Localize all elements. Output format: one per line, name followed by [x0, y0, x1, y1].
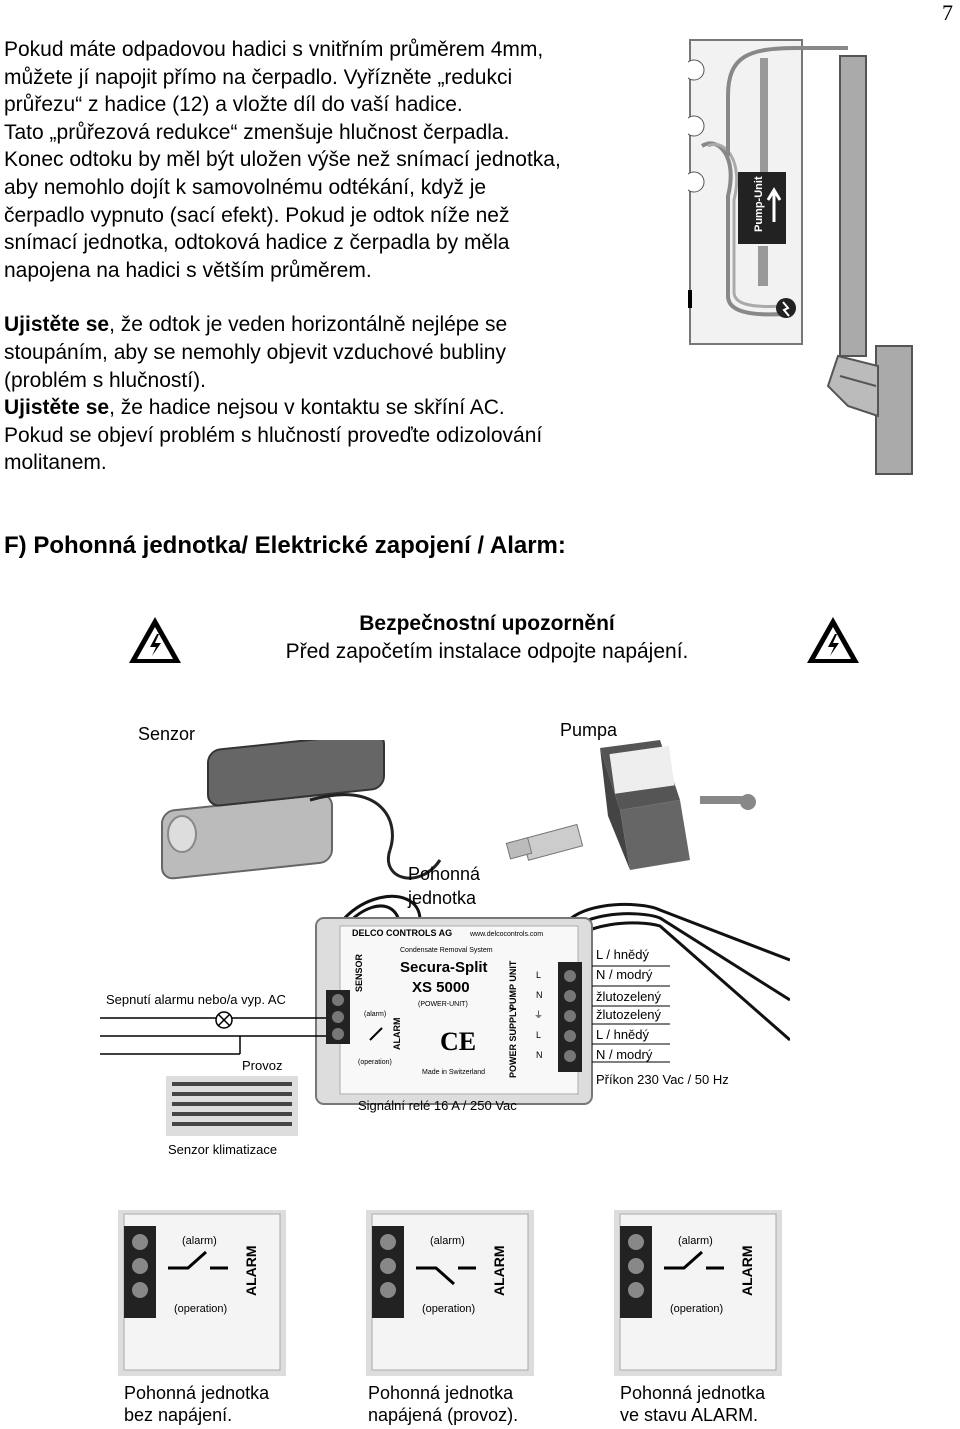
section-title: F) Pohonná jednotka/ Elektrické zapojení…: [4, 532, 566, 559]
power-unit-label-2: jednotka: [408, 888, 477, 908]
supply-label: Příkon 230 Vac / 50 Hz: [596, 1072, 729, 1087]
caption-line: bez napájení.: [124, 1405, 233, 1425]
caption-line: napájená (provoz).: [368, 1405, 519, 1425]
wire-label: L / hnědý: [596, 1027, 650, 1042]
sensor-label: Senzor: [138, 724, 196, 744]
wire-label: žlutozelený: [596, 1007, 662, 1022]
terminal-label: ⏚: [534, 1010, 543, 1020]
relay-state-operation: (alarm) (operation) ALARM: [366, 1210, 534, 1376]
thumb-operation-small: (operation): [670, 1303, 723, 1315]
terminal-label: N: [536, 990, 543, 1000]
thumb-operation-small: (operation): [422, 1303, 475, 1315]
device-subtitle: (POWER-UNIT): [418, 1001, 468, 1008]
safety-text: Před započetím instalace odpojte napájen…: [285, 640, 689, 663]
device-pump-tag: PUMP UNIT: [508, 960, 518, 1010]
device-sensor-tag: SENSOR: [354, 953, 364, 992]
intro-line: napojena na hadici s větším průměrem.: [4, 258, 372, 282]
power-unit-illustration: DELCO CONTROLS AG www.delcocontrols.com …: [315, 917, 593, 1105]
device-product: Secura-Split: [400, 959, 488, 976]
thumb-alarm-small: (alarm): [182, 1235, 217, 1247]
terminal-label: L: [536, 970, 541, 980]
emphasis: Ujistěte se: [4, 313, 110, 337]
caption-line: Pohonná jednotka: [620, 1383, 766, 1403]
intro-line: Ujistěte se, že odtok je veden horizontá…: [4, 311, 684, 339]
thumb-alarm-tag: ALARM: [739, 1245, 755, 1296]
wire-label: žlutozelený: [596, 989, 662, 1004]
alarm-switch-label: Sepnutí alarmu nebo/a vyp. AC: [106, 992, 286, 1007]
wire-label: N / modrý: [596, 967, 653, 982]
ce-mark: CE: [440, 1027, 476, 1056]
device-url: www.delcocontrols.com: [469, 931, 543, 938]
emphasis: Ujistěte se: [4, 396, 110, 420]
intro-line: Konec odtoku by měl být uložen výše než …: [4, 148, 561, 172]
caption-alarm: Pohonná jednotka ve stavu ALARM.: [620, 1382, 765, 1426]
caption-line: ve stavu ALARM.: [620, 1405, 759, 1425]
intro-line: průřezu“ z hadice (12) a vložte díl do v…: [4, 93, 463, 117]
intro-text: Pokud máte odpadovou hadici s vnitřním p…: [4, 36, 684, 477]
device-alarm-small: (alarm): [364, 1011, 386, 1018]
thumb-alarm-small: (alarm): [678, 1235, 713, 1247]
intro-line: Ujistěte se, že hadice nejsou v kontaktu…: [4, 394, 684, 422]
device-brand: DELCO CONTROLS AG: [352, 928, 452, 938]
intro-line: Pokud máte odpadovou hadici s vnitřním p…: [4, 38, 544, 61]
caption-line: Pohonná jednotka: [368, 1383, 514, 1403]
intro-line: (problém s hlučností).: [4, 368, 206, 392]
safety-title: Bezpečnostní upozornění: [359, 612, 615, 635]
intro-line: snímací jednotka, odtoková hadice z čerp…: [4, 231, 510, 255]
terminal-label: L: [536, 1030, 541, 1040]
intro-text-run: , že hadice nejsou v kontaktu se skříní …: [109, 396, 505, 420]
device-system: Condensate Removal System: [400, 947, 493, 954]
paragraph-gap: [4, 284, 684, 311]
relay-state-alarm: (alarm) (operation) ALARM: [614, 1210, 782, 1376]
caption-no-power: Pohonná jednotka bez napájení.: [124, 1382, 269, 1426]
wire-label: L / hnědý: [596, 947, 650, 962]
device-supply-tag: POWER SUPPLY: [508, 1006, 518, 1078]
thumb-operation-small: (operation): [174, 1303, 227, 1315]
pump-illustration: [505, 740, 756, 870]
intro-line: čerpadlo vypnuto (sací efekt). Pokud je …: [4, 203, 510, 227]
caption-operation: Pohonná jednotka napájená (provoz).: [368, 1382, 518, 1426]
intro-line: molitanem.: [4, 451, 107, 475]
thumb-alarm-tag: ALARM: [243, 1245, 259, 1296]
pump-unit-label: Pump-Unit: [753, 176, 765, 232]
thumb-alarm-small: (alarm): [430, 1235, 465, 1247]
ac-sensor-label: Senzor klimatizace: [168, 1142, 278, 1157]
intro-line: stoupáním, aby se nemohly objevit vzduch…: [4, 340, 506, 364]
wire-label: N / modrý: [596, 1047, 653, 1062]
caption-line: Pohonná jednotka: [124, 1383, 270, 1403]
wiring-diagram: DELCO CONTROLS AG www.delcocontrols.com …: [100, 740, 790, 1136]
sensor-illustration: [161, 740, 442, 880]
intro-line: Tato „průřezová redukce“ zmenšuje hlučno…: [4, 120, 510, 144]
intro-text-run: , že odtok je veden horizontálně nejlépe…: [109, 313, 508, 337]
power-unit-label-1: Pohonná: [408, 864, 481, 884]
relay-state-no-power: (alarm) (operation) ALARM: [118, 1210, 286, 1376]
thumb-alarm-tag: ALARM: [491, 1245, 507, 1296]
device-alarm-tag: ALARM: [392, 1018, 402, 1051]
operation-label: Provoz: [242, 1058, 283, 1073]
relay-label: Signální relé 16 A / 250 Vac: [358, 1098, 517, 1113]
device-operation-small: (operation): [358, 1059, 392, 1066]
high-voltage-warning-icon: [129, 617, 181, 663]
drain-installation-illustration: Pump-Unit: [688, 39, 913, 475]
intro-line: Pokud se objeví problém s hlučností prov…: [4, 423, 543, 447]
intro-line: můžete jí napojit přímo na čerpadlo. Vyř…: [4, 65, 513, 89]
terminal-label: N: [536, 1050, 543, 1060]
high-voltage-warning-icon: [807, 617, 859, 663]
device-made-in: Made in Switzerland: [422, 1069, 485, 1076]
device-model: XS 5000: [412, 979, 470, 996]
page-number: 7: [942, 0, 953, 25]
intro-line: aby nemohlo dojít k samovolnému odtékání…: [4, 175, 487, 199]
pump-label: Pumpa: [560, 720, 618, 740]
